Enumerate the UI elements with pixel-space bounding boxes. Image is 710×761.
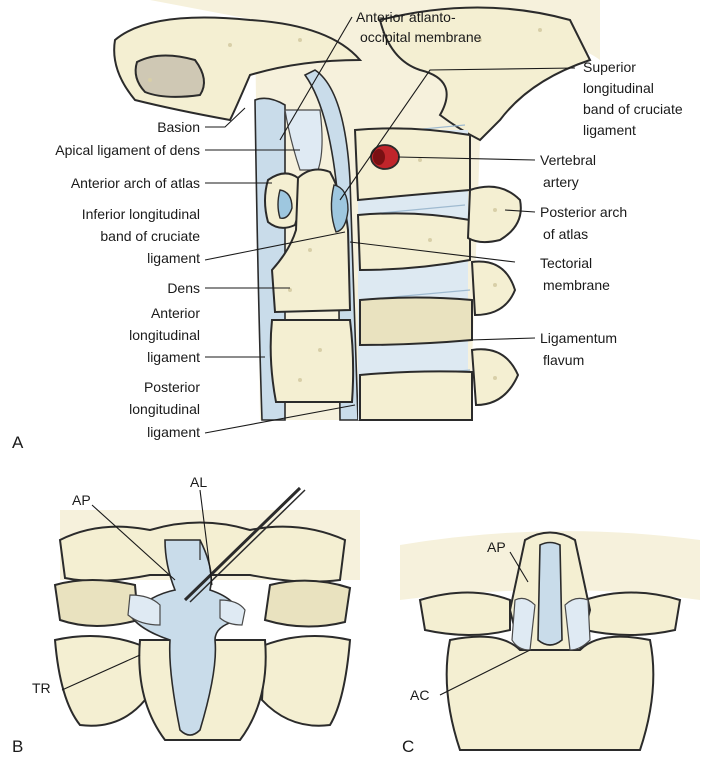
- spinous-process-c2: [472, 262, 515, 315]
- axis-posterior-segment: [358, 213, 470, 270]
- label-posterior-arch-1: Posterior arch: [540, 204, 627, 220]
- label-posterior-long-3: ligament: [147, 424, 200, 440]
- label-tectorial-1: Tectorial: [540, 255, 592, 271]
- c3-body: [271, 320, 353, 402]
- label-b-tr: TR: [32, 680, 51, 696]
- label-inferior-2: band of cruciate: [100, 228, 200, 244]
- label-inferior-1: Inferior longitudinal: [82, 206, 200, 222]
- label-posterior-long-1: Posterior: [144, 379, 200, 395]
- label-superior-4: ligament: [583, 122, 636, 138]
- atlas-posterior-segment: [355, 128, 470, 200]
- label-vertebral-2: artery: [543, 174, 579, 190]
- label-posterior-long-2: longitudinal: [129, 401, 200, 417]
- label-anterior-atlanto-1: Anterior atlanto-: [356, 9, 456, 25]
- panel-b-illustration: [55, 488, 360, 740]
- panel-b-lower-vertebra: [55, 636, 145, 726]
- label-superior-2: longitudinal: [583, 80, 654, 96]
- label-flavum-2: flavum: [543, 352, 584, 368]
- label-inferior-3: ligament: [147, 250, 200, 266]
- label-basion: Basion: [157, 119, 200, 135]
- label-anterior-long-2: longitudinal: [129, 327, 200, 343]
- panel-c-c2-body: [447, 637, 654, 750]
- label-tectorial-2: membrane: [543, 277, 610, 293]
- panel-a-tag: A: [12, 433, 24, 452]
- panel-b-lower-vertebra-right: [262, 636, 350, 726]
- panel-c-tag: C: [402, 737, 414, 756]
- panel-c-illustration: [400, 531, 700, 750]
- label-anterior-long-1: Anterior: [151, 305, 200, 321]
- label-vertebral-1: Vertebral: [540, 152, 596, 168]
- label-apical: Apical ligament of dens: [55, 142, 200, 158]
- panel-c-lateral-left: [420, 593, 510, 636]
- label-superior-3: band of cruciate: [583, 101, 683, 117]
- c4-posterior-segment: [360, 371, 472, 420]
- label-posterior-arch-2: of atlas: [543, 226, 588, 242]
- label-flavum-1: Ligamentum: [540, 330, 617, 346]
- label-superior-1: Superior: [583, 59, 636, 75]
- label-c-ac: AC: [410, 687, 429, 703]
- panel-b-lateral-mass-right: [265, 581, 350, 627]
- label-b-al: AL: [190, 474, 207, 490]
- panel-c-alar-ligament: [538, 543, 562, 646]
- panel-c-lateral-right: [585, 593, 680, 636]
- label-b-ap: AP: [72, 492, 91, 508]
- label-anterior-atlanto-2: occipital membrane: [360, 29, 482, 45]
- label-anterior-arch: Anterior arch of atlas: [71, 175, 200, 191]
- panel-b-lateral-mass-left: [55, 580, 138, 626]
- label-anterior-long-3: ligament: [147, 349, 200, 365]
- c3-posterior-segment: [360, 298, 472, 346]
- posterior-arch-atlas: [468, 187, 521, 242]
- panel-b-tag: B: [12, 737, 23, 756]
- label-c-ap: AP: [487, 539, 506, 555]
- label-dens: Dens: [167, 280, 200, 296]
